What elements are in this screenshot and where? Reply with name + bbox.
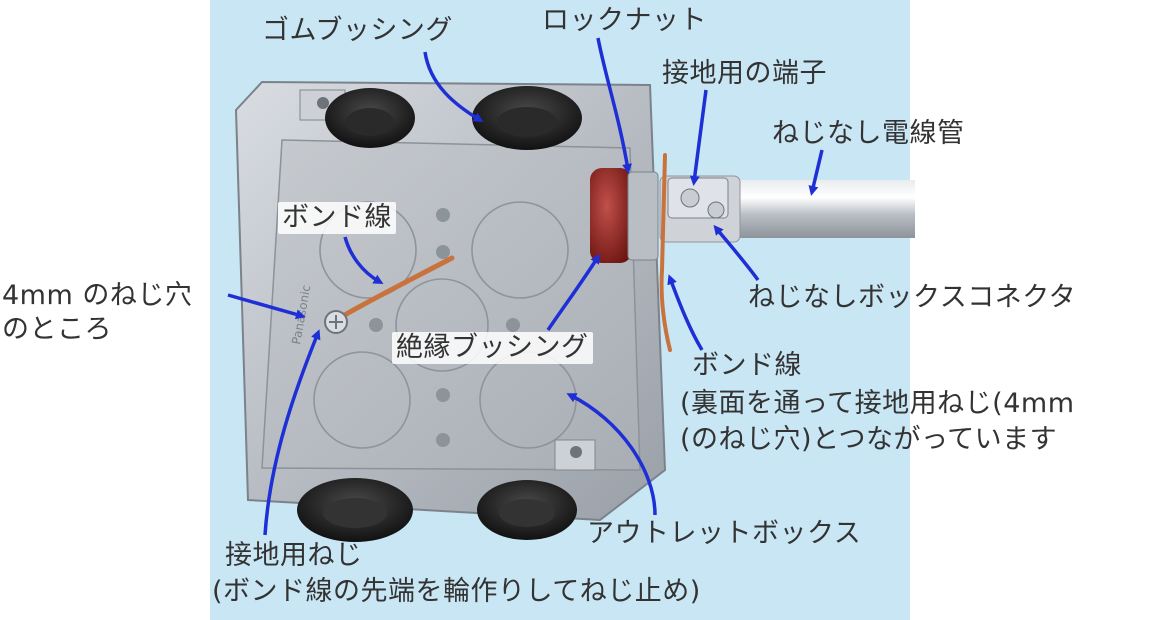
arrow-outlet-box bbox=[566, 393, 657, 516]
arrow-ground-screw bbox=[263, 329, 321, 536]
label-ground-screw-line2: (ボンド線の先端を輪作りしてねじ止め) bbox=[212, 576, 701, 607]
label-bond-wire-right-title: ボンド線 bbox=[692, 350, 802, 381]
label-rubber-bushing: ゴムブッシング bbox=[262, 15, 453, 46]
label-outlet-box: アウトレットボックス bbox=[587, 518, 862, 549]
arrow-screw-hole bbox=[227, 293, 306, 320]
label-bond-wire-right-line2: (のねじ穴)とつながっています bbox=[680, 424, 1058, 455]
label-bond-wire-top: ボンド線 bbox=[278, 202, 396, 234]
label-bond-wire-right-line1: (裏面を通って接地用ねじ(4mm bbox=[680, 388, 1075, 419]
arrow-rubber-bushing bbox=[423, 51, 484, 123]
rubber-bushings-top bbox=[325, 86, 582, 150]
insulating-bushing-graphic bbox=[590, 168, 659, 263]
arrow-conduit bbox=[808, 149, 824, 196]
label-lock-nut: ロックナット bbox=[542, 5, 707, 36]
label-screw-hole-line1: 4mm のねじ穴 bbox=[2, 280, 193, 311]
arrow-bond-wire-right bbox=[667, 274, 704, 351]
rubber-bushings-bottom bbox=[297, 478, 577, 542]
arrow-bond-wire-top bbox=[343, 236, 384, 284]
ground-screw-graphic bbox=[324, 310, 348, 334]
arrow-connector bbox=[713, 224, 760, 282]
label-ground-screw-line1: 接地用ねじ bbox=[225, 540, 363, 571]
label-screw-hole-line2: のところ bbox=[2, 314, 112, 345]
bond-wire-graphic bbox=[333, 255, 455, 323]
annotation-arrows bbox=[227, 37, 824, 536]
label-threadless-conduit: ねじなし電線管 bbox=[772, 118, 965, 149]
label-threadless-connector: ねじなしボックスコネクタ bbox=[748, 282, 1077, 313]
arrow-lock-nut bbox=[596, 37, 632, 174]
connector-clamp bbox=[667, 177, 729, 219]
label-ground-terminal: 接地用の端子 bbox=[662, 58, 827, 89]
label-insulating-bushing: 絶縁ブッシング bbox=[392, 332, 593, 364]
arrow-ground-terminal bbox=[689, 89, 708, 186]
arrow-insulating-bushing bbox=[546, 253, 601, 331]
